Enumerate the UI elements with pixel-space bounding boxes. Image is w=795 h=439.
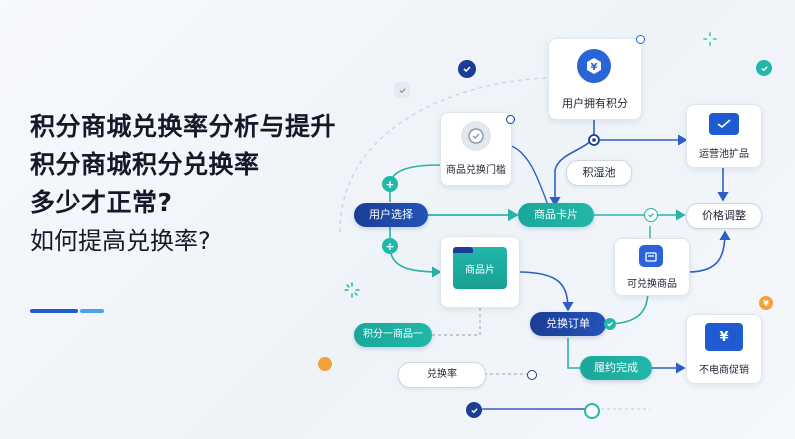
plus-icon-bottom: + xyxy=(382,238,398,254)
small-ring-icon xyxy=(527,370,537,380)
line-tile-to-order xyxy=(517,271,574,312)
pill-user-select[interactable]: 用户选择 xyxy=(354,203,428,227)
card-product-tile[interactable]: 商品片 xyxy=(440,236,520,308)
yen-coin-icon: ¥ xyxy=(759,296,773,310)
subtitle-3: 如何提高兑换率? xyxy=(30,227,211,255)
orange-dot-icon xyxy=(318,357,332,371)
yen-wallet-icon: ¥ xyxy=(705,323,743,351)
pill-fulfill[interactable]: 履约完成 xyxy=(580,356,652,380)
plus-icon-top: + xyxy=(382,176,398,192)
pill-product-card[interactable]: 商品卡片 xyxy=(518,203,594,227)
pill-redeem-rate[interactable]: 兑换率 xyxy=(398,362,486,388)
line-threshold-to-card xyxy=(507,144,549,206)
card-corner-ring xyxy=(636,35,645,44)
bottom-check-icon xyxy=(466,402,482,418)
curve-left-bottom xyxy=(389,226,442,278)
title-underline xyxy=(30,309,78,313)
card-threshold[interactable]: 商品兑换门槛 xyxy=(440,112,515,186)
small-check-icon xyxy=(394,82,410,98)
sparkle-icon-top xyxy=(703,32,717,46)
subtitle-2: 多少才正常? xyxy=(30,188,173,217)
pill-order[interactable]: 兑换订单 xyxy=(530,312,606,336)
card-user-points-label: 用户拥有积分 xyxy=(562,97,628,110)
teal-check-icon xyxy=(756,60,772,76)
gift-box-icon xyxy=(639,245,663,267)
title-underline-accent xyxy=(80,309,104,313)
card-promo-label: 不电商促销 xyxy=(699,365,749,376)
card-ops-pool[interactable]: 运营池扩品 xyxy=(686,104,762,168)
card-redeemable-label: 可兑换商品 xyxy=(627,279,677,290)
line-order-to-fulfill xyxy=(567,338,580,369)
main-title: 积分商城兑换率分析与提升 xyxy=(30,112,337,141)
subtitle-1: 积分商城积分兑换率 xyxy=(30,150,260,179)
line-points-to-card xyxy=(549,118,595,207)
dashed-tile-to-points xyxy=(432,308,481,336)
svg-text:¥: ¥ xyxy=(591,62,598,73)
card-threshold-ring xyxy=(506,115,515,124)
card-promo[interactable]: ¥ 不电商促销 xyxy=(686,314,762,384)
bottom-ring-icon xyxy=(584,403,600,419)
sparkle-icon xyxy=(344,282,360,298)
card-product-tile-label: 商品片 xyxy=(465,265,495,276)
mid-check-ring-icon xyxy=(644,208,658,222)
order-check-icon xyxy=(604,318,616,330)
card-threshold-label: 商品兑换门槛 xyxy=(446,165,506,176)
line-redeem-to-price xyxy=(687,230,731,273)
title-block: 积分商城兑换率分析与提升 积分商城积分兑换率 多少才正常? 如何提高兑换率? xyxy=(30,108,336,260)
dashed-arc-top xyxy=(339,77,549,233)
pill-price-adjust[interactable]: 价格调整 xyxy=(686,203,762,229)
pill-pool[interactable]: 积湿池 xyxy=(566,160,632,186)
card-user-points[interactable]: ¥ 用户拥有积分 xyxy=(548,35,645,120)
card-ops-pool-label: 运营池扩品 xyxy=(699,149,749,160)
shield-badge-icon xyxy=(461,121,491,151)
check-badge-icon xyxy=(458,60,476,78)
wallet-icon xyxy=(709,113,739,135)
card-redeemable[interactable]: 可兑换商品 xyxy=(614,238,690,296)
yen-hexagon-icon: ¥ xyxy=(577,49,611,83)
folder-icon xyxy=(453,247,507,289)
pill-points-one-product[interactable]: 积分一商品一 xyxy=(354,323,432,347)
